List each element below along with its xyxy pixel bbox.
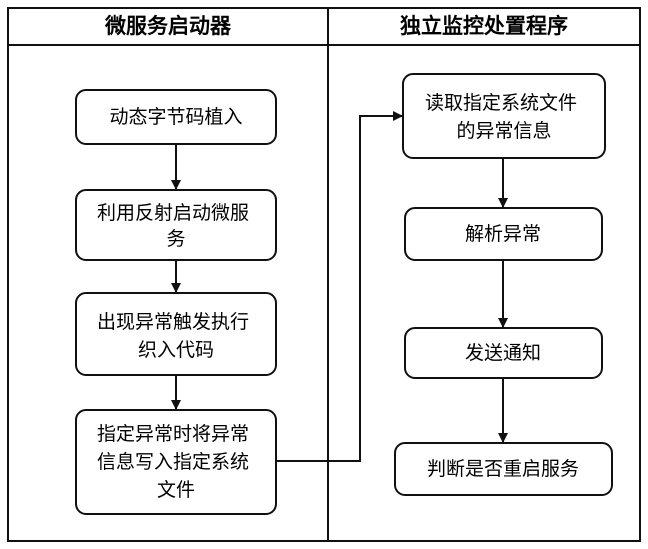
node-parse: 解析异常	[404, 207, 603, 261]
node-inject-line-1: 动态字节码植入	[109, 106, 242, 128]
svg-text:出现异常触发执行 织入代码: 出现异常触发执行 织入代码	[97, 311, 255, 361]
node-write-line-2: 信息写入指定系统	[97, 451, 249, 473]
svg-text:指定异常时将异常 信息写入指定系统: 指定异常时将异常 信息写入指定系统 文件	[97, 423, 255, 501]
node-decide: 判断是否重启服务	[394, 442, 613, 496]
node-inject: 动态字节码植入	[75, 89, 277, 145]
node-write-line-3: 文件	[157, 479, 195, 501]
node-decide-line-1: 判断是否重启服务	[427, 458, 579, 480]
swimlane-frame	[7, 7, 641, 542]
node-notify-line-1: 发送通知	[465, 342, 541, 364]
node-write-line-1: 指定异常时将异常	[97, 423, 249, 445]
node-reflect-line-1: 利用反射启动微服	[97, 202, 249, 224]
node-reflect-line-2: 务	[166, 228, 185, 250]
arrow-write-to-read	[276, 111, 403, 462]
svg-text:动态字节码植入: 动态字节码植入	[109, 106, 242, 128]
node-read-line-2: 的异常信息	[456, 120, 551, 142]
node-read: 读取指定系统文件 的异常信息	[402, 73, 606, 159]
node-trigger-line-2: 织入代码	[138, 339, 214, 361]
svg-text:读取指定系统文件 的异常信息: 读取指定系统文件 的异常信息	[425, 92, 583, 142]
node-reflect: 利用反射启动微服 务	[75, 189, 277, 261]
left-lane-title: 微服务启动器	[104, 14, 232, 38]
node-notify: 发送通知	[404, 327, 603, 379]
svg-text:解析异常: 解析异常	[465, 223, 541, 245]
node-read-line-1: 读取指定系统文件	[425, 92, 577, 114]
svg-text:发送通知: 发送通知	[465, 342, 541, 364]
svg-text:利用反射启动微服 务: 利用反射启动微服 务	[97, 202, 255, 250]
node-write: 指定异常时将异常 信息写入指定系统 文件	[75, 409, 277, 515]
node-trigger: 出现异常触发执行 织入代码	[75, 292, 277, 376]
svg-text:判断是否重启服务: 判断是否重启服务	[427, 458, 579, 480]
node-trigger-line-1: 出现异常触发执行	[97, 311, 249, 333]
node-parse-line-1: 解析异常	[465, 223, 541, 245]
right-lane-title: 独立监控处置程序	[400, 14, 568, 38]
